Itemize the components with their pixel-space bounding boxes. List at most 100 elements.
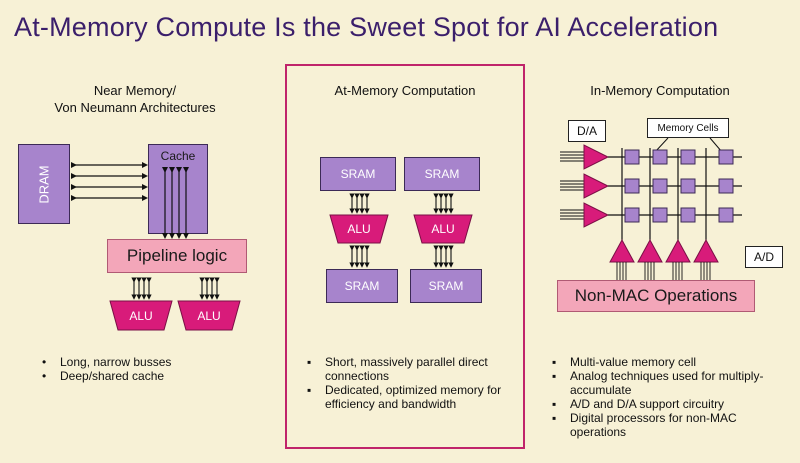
bullet-text: Short, massively parallel direct connect… (325, 355, 488, 383)
bullet-text: A/D and D/A support circuitry (570, 397, 725, 411)
da-input-lines (560, 151, 584, 220)
da-triangle (583, 144, 610, 170)
sram-bottom-left: SRAM (326, 269, 398, 303)
bullet-marker: ▪ (552, 355, 557, 369)
memory-cell (680, 149, 696, 165)
memory-cells-label: Memory Cells (657, 122, 719, 134)
memory-cell (680, 178, 696, 194)
pipeline-alu-bus-2 (199, 277, 220, 300)
ad-output-lines (616, 262, 711, 280)
sram-bottom-right: SRAM (410, 269, 482, 303)
near-memory-bullets: • Long, narrow busses • Deep/shared cache (38, 355, 238, 383)
at-memory-frame (285, 64, 525, 449)
ad-triangle (665, 238, 691, 263)
ad-triangle (693, 238, 719, 263)
memory-cell (652, 207, 668, 223)
ad-triangle (637, 238, 663, 263)
pipeline-logic-block: Pipeline logic (107, 239, 247, 273)
at-memory-bullets: ▪ Short, massively parallel direct connec… (303, 355, 503, 411)
at-alu-right-label: ALU (431, 222, 455, 236)
alu-sram-bus-right-bottom (433, 245, 454, 268)
sram-top-left: SRAM (320, 157, 396, 191)
near-alu-1: ALU (109, 300, 173, 331)
bullet-text: Long, narrow busses (60, 355, 172, 369)
list-item: • Deep/shared cache (38, 369, 238, 383)
near-memory-heading: Near Memory/ Von Neumann Architectures (20, 82, 250, 116)
ad-triangle (609, 238, 635, 263)
memory-cell (652, 178, 668, 194)
at-alu-right-shape (413, 214, 473, 244)
at-alu-left-label: ALU (347, 222, 371, 236)
list-item: • Long, narrow busses (38, 355, 238, 369)
non-mac-operations-label: Non-MAC Operations (574, 286, 738, 305)
array-column-lines (621, 148, 707, 240)
bullet-marker: ▪ (552, 411, 557, 425)
memory-cell (718, 178, 734, 194)
list-item: ▪ Analog techniques used for multiply-acc… (548, 369, 793, 397)
memory-cells-label-box: Memory Cells (647, 118, 729, 138)
near-alu-1-label: ALU (129, 309, 153, 323)
list-item: ▪ Multi-value memory cell (548, 355, 793, 369)
at-alu-right: ALU (413, 214, 473, 244)
bullet-text: Analog techniques used for multiply-accu… (570, 369, 764, 397)
bullet-marker: ▪ (552, 369, 557, 383)
memory-cells (624, 149, 734, 223)
da-label-box: D/A (568, 120, 606, 142)
memory-cell (624, 178, 640, 194)
sram-top-right: SRAM (404, 157, 480, 191)
at-alu-left-shape (329, 214, 389, 244)
da-converters (583, 144, 610, 228)
memory-cell (718, 207, 734, 223)
near-alu-1-shape (109, 300, 173, 331)
sram-bottom-right-label: SRAM (428, 279, 464, 293)
near-alu-2-shape (177, 300, 241, 331)
bullet-text: Deep/shared cache (60, 369, 165, 383)
in-memory-bullets: ▪ Multi-value memory cell ▪ Analog techniq… (548, 355, 793, 439)
memory-cell (652, 149, 668, 165)
dram-block: DRAM (18, 144, 70, 224)
sram-bottom-left-label: SRAM (344, 279, 380, 293)
bullet-marker: ▪ (307, 355, 312, 369)
sram-alu-bus-right-top (433, 193, 454, 214)
bullet-marker: • (42, 355, 47, 369)
list-item: ▪ Digital processors for non-MAC operatio… (548, 411, 793, 439)
da-triangle (583, 173, 610, 199)
memory-cell (680, 207, 696, 223)
bullet-marker: • (42, 369, 47, 383)
list-item: ▪ A/D and D/A support circuitry (548, 397, 793, 411)
near-alu-2: ALU (177, 300, 241, 331)
ad-converters (609, 238, 719, 263)
memory-cell (718, 149, 734, 165)
near-alu-2-label: ALU (197, 309, 221, 323)
non-mac-operations-block: Non-MAC Operations (557, 280, 755, 312)
bullet-marker: ▪ (552, 397, 557, 411)
bullet-text: Digital processors for non-MAC operation… (570, 411, 737, 439)
pipeline-logic-label: Pipeline logic (126, 246, 228, 265)
at-alu-left: ALU (329, 214, 389, 244)
bullet-text: Multi-value memory cell (570, 355, 697, 369)
pipeline-alu-bus-1 (131, 277, 152, 300)
da-label: D/A (576, 124, 597, 138)
slide-title: At-Memory Compute Is the Sweet Spot for … (14, 12, 719, 42)
near-memory-heading-line1: Near Memory/ (93, 83, 177, 98)
ad-label-box: A/D (745, 246, 783, 268)
cache-label: Cache (160, 149, 196, 163)
sram-top-left-label: SRAM (340, 167, 376, 181)
bullet-marker: ▪ (307, 383, 312, 397)
cache-pipeline-bus (162, 167, 189, 239)
memory-cell (624, 149, 640, 165)
sram-alu-bus-left-top (349, 193, 370, 214)
list-item: ▪ Dedicated, optimized memory for efficie… (303, 383, 503, 411)
in-memory-heading: In-Memory Computation (590, 83, 730, 98)
list-item: ▪ Short, massively parallel direct connec… (303, 355, 503, 383)
at-memory-heading: At-Memory Computation (334, 83, 476, 98)
ad-label: A/D (753, 250, 774, 264)
memory-cell (624, 207, 640, 223)
sram-top-right-label: SRAM (424, 167, 460, 181)
near-memory-heading-line2: Von Neumann Architectures (54, 100, 216, 115)
dram-cache-bus (71, 162, 148, 201)
alu-sram-bus-left-bottom (349, 245, 370, 268)
bullet-text: Dedicated, optimized memory for efficien… (325, 383, 502, 411)
